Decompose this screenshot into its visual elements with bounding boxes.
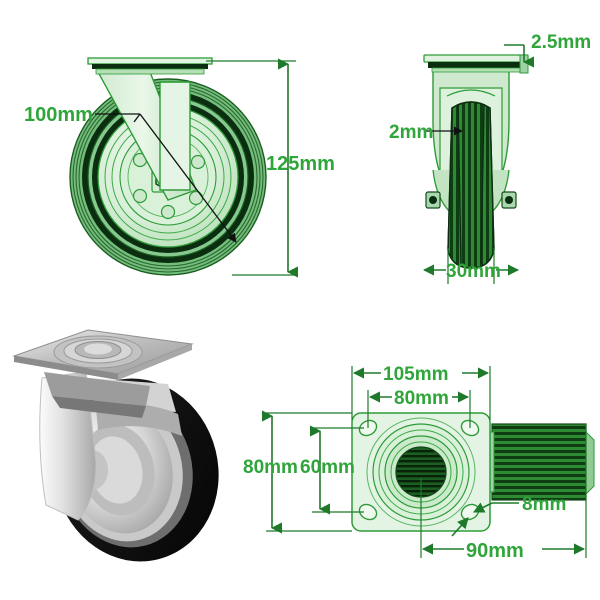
dim-label-plate-width: 105mm xyxy=(383,364,449,385)
dim-bolt-hole-diameter xyxy=(451,502,519,537)
dim-label-bolt-centres-width: 80mm xyxy=(394,388,449,409)
dim-label-swivel-offset: 90mm xyxy=(466,540,524,562)
dim-bolt-centres-depth xyxy=(309,425,364,515)
plan-plate-body xyxy=(351,412,491,532)
side-wheel xyxy=(447,101,495,269)
dim-label-tread-thickness: 2mm xyxy=(389,122,433,143)
dim-plate-thickness xyxy=(504,44,535,68)
top-plate-plan-view: 105mm 80mm 80mm 60mm xyxy=(243,364,595,562)
dim-label-wheel-diameter: 100mm xyxy=(24,104,93,126)
front-elevation-view: 100mm 125mm xyxy=(24,57,335,278)
front-top-plate xyxy=(87,57,213,75)
plan-wheel-tread xyxy=(485,423,595,501)
dim-swivel-offset xyxy=(420,424,587,558)
side-top-plate xyxy=(423,54,529,74)
side-elevation-view: 2.5mm 2mm 30mm xyxy=(389,32,591,284)
photo-top-plate xyxy=(12,329,194,418)
dim-plate-width xyxy=(351,366,491,420)
dim-label-overall-height: 125mm xyxy=(266,153,335,175)
front-hub-bolt-holes xyxy=(132,152,206,220)
dim-bolt-centres-width xyxy=(367,390,471,428)
dim-label-plate-thickness: 2.5mm xyxy=(531,32,591,53)
dim-plate-depth xyxy=(261,410,352,534)
dim-overall-height xyxy=(206,58,299,278)
dim-tread-width xyxy=(422,248,520,284)
product-photograph xyxy=(12,329,219,562)
dim-label-plate-depth: 80mm xyxy=(243,457,298,478)
dim-label-bolt-centres-depth: 60mm xyxy=(300,457,355,478)
dim-label-tread-width: 30mm xyxy=(446,261,501,282)
dim-wheel-diameter xyxy=(95,113,237,243)
dim-label-bolt-hole-diameter: 8mm xyxy=(522,494,566,515)
